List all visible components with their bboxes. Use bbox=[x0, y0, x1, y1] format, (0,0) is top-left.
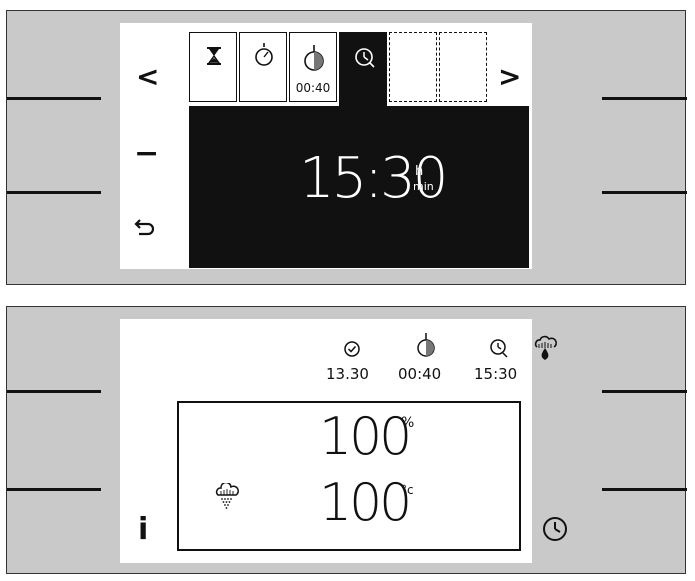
value-display: 100 % 100 °c bbox=[177, 401, 521, 551]
steam-drop-icon bbox=[534, 335, 558, 360]
clock-value: 13.30 bbox=[326, 365, 369, 383]
cooking-time-value: 00:40 bbox=[295, 81, 331, 95]
tab-empty-slot-1 bbox=[389, 32, 437, 102]
stopwatch-icon bbox=[255, 43, 273, 66]
back-arrow-icon bbox=[134, 219, 155, 236]
cooking-time-icon bbox=[304, 45, 324, 71]
tab-empty-slot-2 bbox=[439, 32, 487, 102]
humidity-value: 100 bbox=[319, 407, 412, 467]
control-panel-top: < − > + C bbox=[6, 10, 687, 285]
prev-button[interactable]: < bbox=[136, 60, 160, 93]
end-time-icon bbox=[490, 339, 508, 358]
sensor-line-left-2 bbox=[7, 488, 101, 491]
sensor-line-left-2 bbox=[7, 191, 101, 194]
tab-end-time[interactable] bbox=[339, 32, 387, 106]
back-button[interactable] bbox=[134, 215, 156, 240]
clock-icon[interactable] bbox=[541, 515, 569, 543]
cooking-time-icon bbox=[417, 333, 435, 357]
humidity-unit: % bbox=[401, 415, 415, 431]
temperature-unit: °c bbox=[401, 483, 414, 497]
end-time-value: 15:30 bbox=[299, 146, 448, 211]
cooking-time-value: 00:40 bbox=[398, 365, 442, 383]
end-time-value: 15:30 bbox=[474, 365, 518, 383]
unit-hours: h bbox=[415, 164, 424, 179]
sensor-line-right-2 bbox=[602, 488, 687, 491]
sensor-line-right-1 bbox=[602, 97, 687, 100]
clock-icon bbox=[344, 341, 360, 357]
tab-stopwatch[interactable] bbox=[239, 32, 287, 102]
sensor-line-left-1 bbox=[7, 97, 101, 100]
display-screen-bottom: 13.30 00:40 15:30 i bbox=[120, 319, 567, 563]
control-panel-bottom: 13.30 00:40 15:30 i bbox=[6, 306, 687, 574]
steam-icon bbox=[215, 483, 239, 509]
end-time-icon bbox=[355, 48, 375, 68]
sensor-line-right-1 bbox=[602, 390, 687, 393]
display-screen-top: < − > + C bbox=[120, 23, 532, 269]
temperature-value: 100 bbox=[319, 473, 412, 533]
time-display: 15:30 h min bbox=[189, 106, 529, 268]
tab-timer[interactable] bbox=[189, 32, 237, 102]
minus-button[interactable]: − bbox=[134, 136, 160, 171]
unit-minutes: min bbox=[413, 180, 434, 193]
sensor-line-left-1 bbox=[7, 390, 101, 393]
tab-cooking-time[interactable]: 00:40 bbox=[289, 32, 337, 102]
next-button[interactable]: > bbox=[498, 60, 522, 93]
info-button[interactable]: i bbox=[138, 512, 149, 547]
hourglass-icon bbox=[207, 47, 221, 65]
sensor-line-right-2 bbox=[602, 191, 687, 194]
